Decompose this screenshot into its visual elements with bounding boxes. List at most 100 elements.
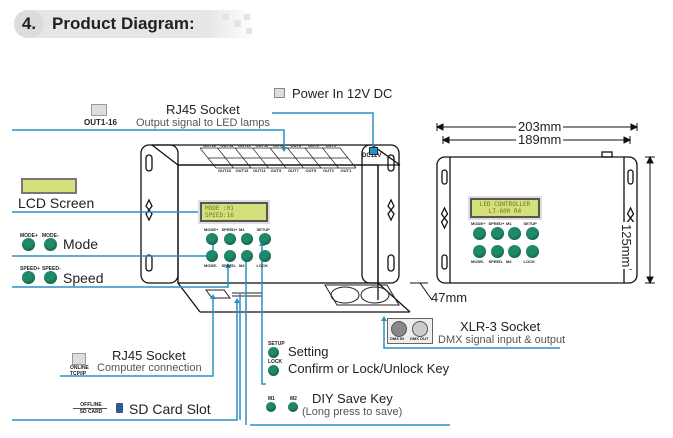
confirm-title: Confirm or Lock/Unlock Key [288,361,450,376]
out-port-label: OUT13 [235,168,249,173]
bottom-connectors [205,284,400,306]
dc-jack-icon [369,147,378,155]
device-button-label: MODE- [204,263,218,268]
m1-label: M1 [268,396,275,402]
sd-slot-icon [73,408,107,409]
xlr-subtitle: DMX signal input & output [438,334,566,346]
dim-depth: 47mm [431,290,468,305]
speed-minus-label: SPEED- [42,266,61,272]
out-port-label: OUT5 [305,168,317,173]
device-button [473,227,486,240]
dmx-out-socket-icon [412,321,428,337]
dim-outer-width: 203mm [516,119,564,134]
decorative-square [244,14,250,20]
port-divider [269,147,287,169]
device-button [525,227,539,240]
device-button [223,233,236,245]
device-button [490,227,504,240]
mode-plus-button-icon [22,238,35,251]
mode-minus-button-icon [44,238,57,251]
port-divider [287,147,304,169]
sd-title: SD Card Slot [129,401,211,417]
device-button [508,245,521,258]
diy-title: DIY Save Key [312,391,393,406]
device-button-label: LOCK [256,263,268,268]
xlr-icon: DMX IN DMX OUT [387,318,433,344]
device-button-label: SETUP [523,221,537,226]
port-divider [304,147,322,169]
lcd-line-1: LED CONTROLLER [479,201,531,208]
decorative-square [234,20,241,27]
out-port-label: OUT8 [273,143,284,148]
rj45-port-icon [91,104,107,116]
section-number: 4. [14,10,44,38]
lcd-line-2: LT-600 R4 [488,208,522,215]
out-port-label: OUT15 [218,168,231,173]
port-divider [217,147,234,169]
port-divider [199,147,217,169]
device-button-label: MODE- [471,259,485,264]
device-button [258,233,271,245]
speed-title: Speed [63,270,104,286]
device-button-label: SETUP [256,227,270,232]
device-button-label: LOCK [523,259,535,264]
out-port-label: OUT9 [270,168,282,173]
m2-label: M2 [290,396,297,402]
out-port-label: OUT16 [203,143,216,148]
device-button [508,227,521,240]
m1-button-icon [266,402,276,412]
mode-plus-label: MODE+ [20,233,38,239]
device-button [258,250,271,262]
out-port-label: OUT2 [325,143,337,148]
out-port-label: OUT7 [288,168,299,173]
lcd-line-2: SPEED:16 [205,212,234,219]
device-button-label: SPEED- [488,259,504,264]
xlr-title: XLR-3 Socket [460,319,541,334]
rj45-out-icon-label: OUT1-16 [84,118,117,127]
device-front-outline [140,144,411,313]
rj45-pc-title: RJ45 Socket [112,348,186,363]
dim-height: 125mm [619,222,634,270]
top-lcd-screen: LED CONTROLLER LT-600 R4 [470,198,540,218]
out-port-label: OUT6 [290,143,302,148]
device-button-label: MODE+ [204,227,219,232]
lcd-line-1: MODE :01 [205,205,234,212]
mode-minus-label: MODE- [42,233,59,239]
port-divider [339,147,357,169]
device-button-label: SPEED+ [488,221,505,226]
lcd-legend-icon [21,178,77,194]
dim-inner-width: 189mm [516,132,564,147]
mode-title: Mode [63,236,99,252]
sd-card-icon [116,403,123,413]
out-port-label: OUT10 [255,143,269,148]
speed-plus-label: SPEED+ [20,266,40,272]
power-jack-icon [274,88,285,98]
speed-minus-button-icon [44,271,57,284]
setting-title: Setting [288,344,329,359]
decorative-square [222,14,229,20]
diy-subtitle: (Long press to save) [302,406,403,418]
setup-label: SETUP [268,341,285,347]
section-header-band [14,10,254,38]
rj45-out-subtitle: Output signal to LED lamps [136,117,270,129]
sd-icon-label: OFFLINE SD CARD [79,402,103,415]
device-button-label: M1 [506,221,512,226]
device-button [223,250,236,262]
leader-lines [12,112,560,426]
dmx-in-label: DMX IN [390,336,404,341]
out-port-label: OUT11 [253,168,266,173]
setup-button-icon [268,347,279,358]
front-lcd-screen: MODE :01 SPEED:16 [200,202,268,222]
out-port-label: OUT3 [323,168,334,173]
rj45-pc-subtitle: Computer connection [97,362,202,374]
speed-plus-button-icon [22,271,35,284]
device-button-label: M1 [239,227,245,232]
device-button [525,245,539,258]
rj45-out-title: RJ45 Socket [166,102,240,117]
decorative-square [246,28,252,34]
lock-label: LOCK [268,359,283,365]
device-button-label: MODE+ [471,221,486,226]
port-divider [252,147,269,169]
port-divider [234,147,252,169]
out-port-label: OUT1 [340,168,352,173]
